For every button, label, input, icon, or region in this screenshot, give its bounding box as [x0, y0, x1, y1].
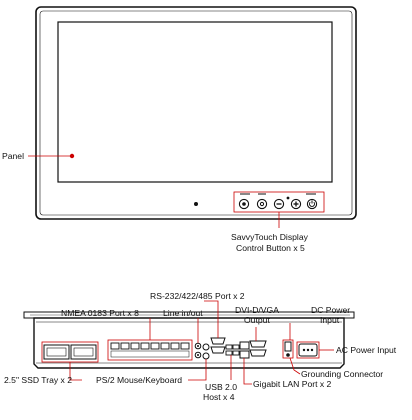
ps2-port[interactable] [202, 343, 210, 351]
nmea-port[interactable] [110, 342, 120, 350]
savvytouch-label-line2: Control Button x 5 [236, 243, 305, 253]
dvi-port[interactable] [249, 340, 267, 348]
dc-power-input[interactable] [284, 341, 292, 352]
nmea-ports [110, 342, 190, 358]
ssd-leader [69, 362, 82, 381]
usb-port[interactable] [225, 344, 233, 350]
brightness-down-button[interactable] [238, 198, 250, 210]
usb-port[interactable] [232, 344, 240, 350]
nmea-port[interactable] [150, 342, 160, 350]
savvytouch-button-group [233, 191, 325, 213]
audio-jacks [194, 342, 202, 359]
video-outputs [249, 340, 267, 357]
dc-power-label-line1: DC Power [311, 305, 350, 315]
usb-label-line2: Host x 4 [203, 392, 235, 402]
nmea-port[interactable] [160, 342, 170, 350]
dvi-label-line2: Output [244, 315, 270, 325]
brightness-up-button[interactable] [256, 198, 268, 210]
nmea-port[interactable] [170, 342, 180, 350]
panel-marker-dot [69, 153, 75, 159]
line-io-label: Line in/out [163, 308, 203, 318]
lan-ports [239, 341, 250, 359]
usb-label-line1: USB 2.0 [205, 382, 237, 392]
ac-pin [310, 348, 314, 352]
lan-port[interactable] [239, 341, 250, 350]
vga-port[interactable] [249, 349, 267, 357]
dvi-label-line1: DVI-D/VGA [235, 305, 279, 315]
indicator-dot [286, 196, 290, 200]
ssd-tray-1[interactable] [43, 344, 70, 360]
usb-ports [225, 344, 240, 356]
ps2-port[interactable] [202, 352, 210, 360]
minus-button[interactable] [273, 198, 285, 210]
panel-label: Panel [2, 151, 24, 161]
ps2-leader [188, 359, 207, 381]
monitor-inner-edge [39, 10, 353, 216]
nmea-port[interactable] [130, 342, 140, 350]
ssd-label: 2.5" SSD Tray x 2 [4, 375, 72, 385]
plus-button[interactable] [290, 198, 302, 210]
io-view: RS-232/422/485 Port x 2 NMEA 0183 Port x… [4, 291, 397, 402]
front-sensor-dot [194, 202, 198, 206]
nmea-port[interactable] [120, 342, 130, 350]
grounding-label: Grounding Connector [301, 369, 383, 379]
rs232-leader [204, 300, 219, 338]
ssd-tray-2[interactable] [70, 344, 97, 360]
ps2-label: PS/2 Mouse/Keyboard [96, 375, 182, 385]
dc-power-frame [282, 339, 294, 359]
front-view: Panel SavvyTouch Display Control Button … [2, 6, 357, 253]
display-screen [57, 21, 333, 183]
ssd-tray-1-handle [46, 347, 67, 357]
usb-port[interactable] [225, 350, 233, 356]
serial-port[interactable] [210, 346, 226, 354]
ssd-tray-2-handle [73, 347, 94, 357]
dc-power-label-line2: Input [320, 315, 340, 325]
nmea-label: NMEA 0183 Port x 8 [61, 308, 139, 318]
serial-ports [210, 337, 226, 354]
ac-pin [302, 348, 306, 352]
nmea-port[interactable] [140, 342, 150, 350]
ac-power-label: AC Power Input [336, 345, 397, 355]
nmea-port-strip [110, 350, 190, 358]
io-leaders [69, 300, 334, 385]
savvytouch-label-line1: SavvyTouch Display [231, 232, 309, 242]
jack-hole [197, 345, 199, 347]
lan-label: Gigabit LAN Port x 2 [253, 379, 332, 389]
serial-port[interactable] [210, 337, 226, 345]
lan-leader [243, 358, 252, 385]
rs232-label: RS-232/422/485 Port x 2 [150, 291, 245, 301]
jack-hole [197, 354, 199, 356]
power-button[interactable] [306, 198, 318, 210]
ac-pin [306, 348, 310, 352]
usb-port[interactable] [232, 350, 240, 356]
lan-port[interactable] [239, 350, 250, 359]
nmea-port[interactable] [180, 342, 190, 350]
ground-leader [289, 357, 301, 375]
grounding-connector[interactable] [286, 353, 290, 357]
